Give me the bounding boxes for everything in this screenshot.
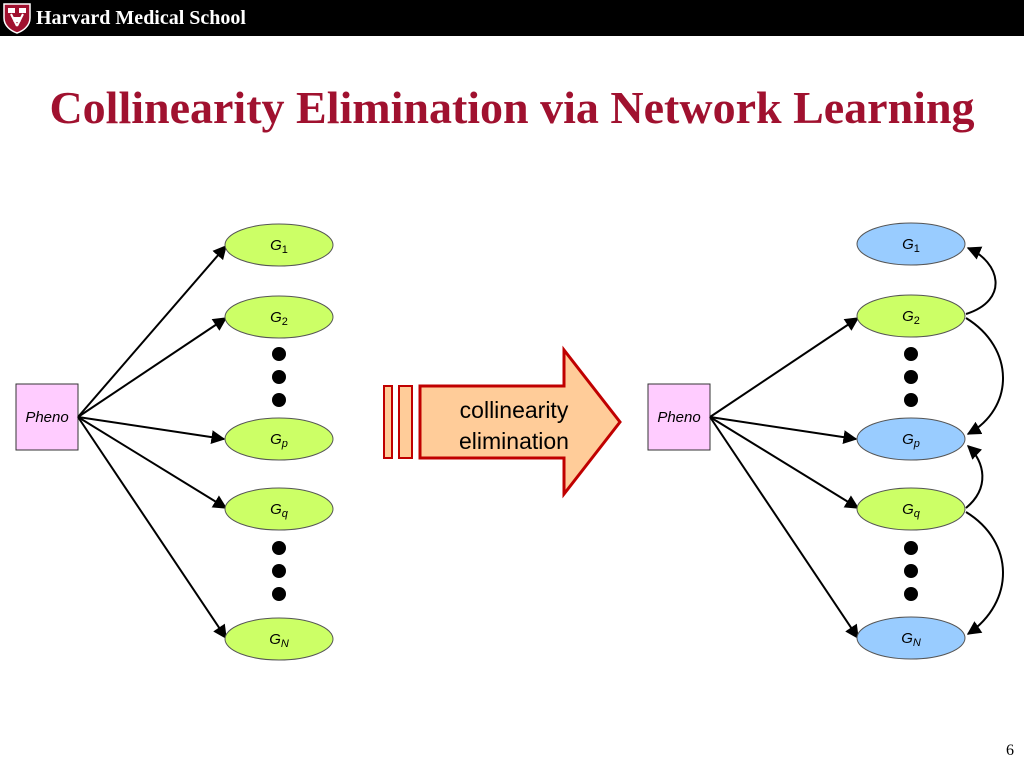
right-pheno-box xyxy=(647,383,711,451)
right-ellipsis-dots-lower xyxy=(904,541,918,601)
right-node-g2: G2 xyxy=(856,294,966,338)
arrow-label-line2: elimination xyxy=(459,428,569,454)
right-curve-g2-g1 xyxy=(965,246,997,315)
right-curve-gq-gn xyxy=(965,511,1004,635)
left-edge-g1 xyxy=(77,244,227,418)
slide-title: Collinearity Elimination via Network Lea… xyxy=(49,82,975,133)
left-node-gq: Gq xyxy=(224,487,334,531)
svg-text:Gq: Gq xyxy=(902,501,921,520)
right-node-g1: G1 xyxy=(856,222,966,266)
svg-text:GN: GN xyxy=(269,631,289,650)
svg-text:G1: G1 xyxy=(270,237,288,256)
svg-text:Gq: Gq xyxy=(270,501,289,520)
left-edge-g2 xyxy=(77,317,228,418)
left-network: Pheno G1 G2 Gp Gq xyxy=(15,223,334,661)
right-network: Pheno G1 G2 Gp Gq xyxy=(647,222,1004,660)
left-node-gp: Gp xyxy=(224,417,334,461)
left-ellipsis-dots-upper xyxy=(272,347,286,407)
svg-text:G1: G1 xyxy=(902,236,920,255)
school-name: Harvard Medical School xyxy=(36,7,246,29)
page-number: 6 xyxy=(1006,742,1014,759)
svg-text:G2: G2 xyxy=(902,308,920,327)
header-bar: Harvard Medical School xyxy=(0,0,1024,36)
right-curve-g2-gp xyxy=(965,317,1004,435)
right-edge-g2 xyxy=(709,317,860,418)
left-node-gn: GN xyxy=(224,617,334,661)
left-ellipsis-dots-lower xyxy=(272,541,286,601)
collinearity-elimination-arrow: collinearity elimination xyxy=(383,345,622,499)
left-pheno-box xyxy=(15,383,79,451)
svg-text:Gp: Gp xyxy=(902,431,920,450)
right-ellipsis-dots-upper xyxy=(904,347,918,407)
arrow-label-line1: collinearity xyxy=(460,397,569,423)
right-edge-gn xyxy=(709,416,859,640)
svg-text:G2: G2 xyxy=(270,309,288,328)
left-edge-gq xyxy=(77,416,228,509)
right-node-gn: GN xyxy=(856,616,966,660)
svg-text:Gp: Gp xyxy=(270,431,288,450)
left-edge-gn xyxy=(77,416,227,640)
harvard-shield-icon xyxy=(3,3,31,34)
left-pheno-label: Pheno xyxy=(25,409,68,426)
left-edge-gp xyxy=(77,416,226,445)
right-curve-gq-gp xyxy=(965,445,984,509)
left-node-g1: G1 xyxy=(224,223,334,267)
right-pheno-label: Pheno xyxy=(657,409,700,426)
right-node-gp: Gp xyxy=(856,417,966,461)
left-node-g2: G2 xyxy=(224,295,334,339)
right-node-gq: Gq xyxy=(856,487,966,531)
svg-text:GN: GN xyxy=(901,630,921,649)
right-edge-gq xyxy=(709,416,860,509)
right-edge-gp xyxy=(709,416,858,445)
